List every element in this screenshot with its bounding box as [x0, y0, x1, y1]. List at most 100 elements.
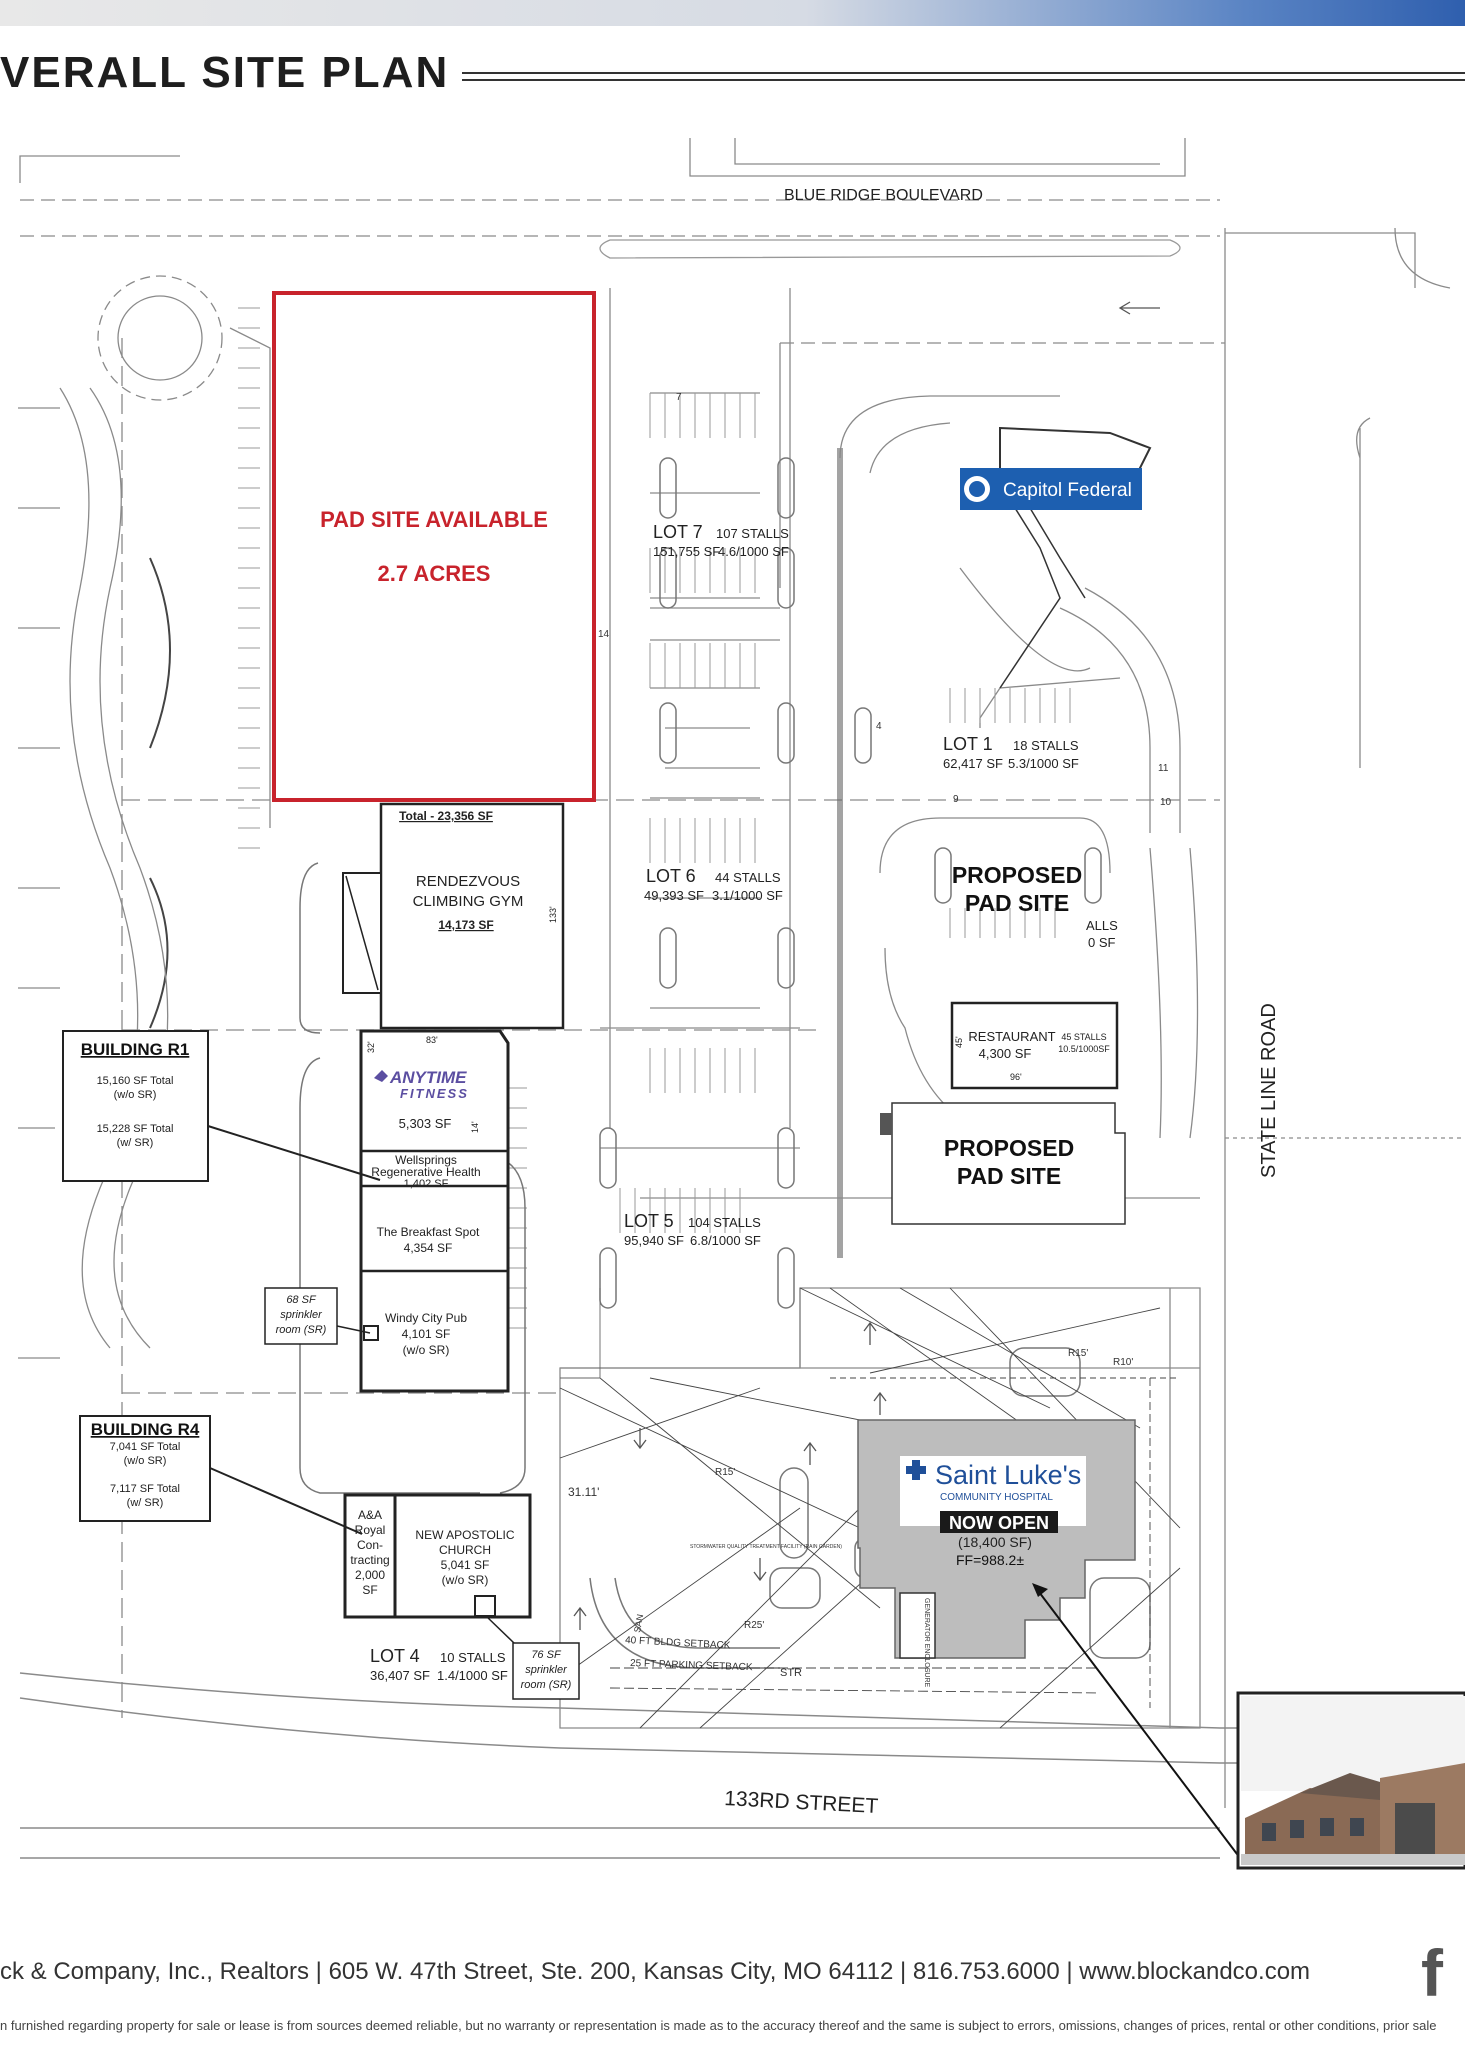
svg-text:5.3/1000 SF: 5.3/1000 SF: [1008, 756, 1079, 771]
svg-text:40 FT BLDG SETBACK: 40 FT BLDG SETBACK: [625, 1635, 731, 1652]
sprinkler-room-r1-callout: 68 SF sprinkler room (SR): [264, 1287, 371, 1345]
aa-royal-sf: 2,000: [355, 1568, 385, 1582]
svg-text:ANYTIME: ANYTIME: [389, 1068, 467, 1087]
saint-lukes-hospital: Saint Luke's COMMUNITY HOSPITAL NOW OPEN…: [857, 1419, 1241, 1859]
svg-text:(w/ SR): (w/ SR): [127, 1497, 164, 1509]
lot-1-label: LOT 1 18 STALLS 62,417 SF 5.3/1000 SF: [943, 734, 1079, 771]
svg-text:R15': R15': [1068, 1348, 1088, 1359]
available-pad-site-outline: [272, 291, 596, 802]
anytime-fitness-sf: 5,303 SF: [399, 1116, 452, 1131]
svg-text:4: 4: [876, 721, 882, 732]
svg-text:RENDEZVOUS: RENDEZVOUS: [416, 873, 520, 890]
new-apostolic-line1: NEW APOSTOLIC: [415, 1528, 514, 1542]
street-blue-ridge-boulevard: BLUE RIDGE BOULEVARD: [784, 187, 983, 204]
svg-text:4,300 SF: 4,300 SF: [979, 1046, 1032, 1061]
now-open-label: NOW OPEN: [949, 1513, 1049, 1533]
svg-text:10.5/1000SF: 10.5/1000SF: [1058, 1044, 1110, 1054]
hospital-photo-inset: [1236, 1691, 1465, 1870]
capitol-federal-logo: [960, 468, 1142, 510]
svg-text:15,160 SF Total: 15,160 SF Total: [97, 1075, 174, 1087]
building-r1-strip: 83' 32' 14' ANYTIME FITNESS 5,303 SF Wel…: [359, 1029, 510, 1393]
new-apostolic-sf: 5,041 SF: [441, 1558, 490, 1572]
new-apostolic-note: (w/o SR): [442, 1573, 489, 1587]
svg-text:LOT 4: LOT 4: [370, 1646, 420, 1666]
building-r4-callout: BUILDING R4 7,041 SF Total (w/o SR) 7,11…: [79, 1415, 363, 1535]
climbing-gym-building: Total - 23,356 SF RENDEZVOUS CLIMBING GY…: [342, 802, 565, 1030]
svg-text:R25': R25': [744, 1620, 764, 1631]
svg-text:14': 14': [470, 1121, 480, 1133]
pad-site-available-label: PAD SITE AVAILABLE: [320, 507, 548, 532]
svg-text:31.11': 31.11': [568, 1485, 599, 1499]
svg-text:151,755 SF: 151,755 SF: [653, 544, 720, 559]
now-open-banner: [940, 1511, 1058, 1533]
svg-text:R15': R15': [715, 1467, 735, 1478]
page-title: VERALL SITE PLAN: [0, 48, 450, 97]
proposed-pad-site-north: PROPOSED PAD SITE ALLS 0 SF: [952, 862, 1118, 950]
svg-text:45 STALLS: 45 STALLS: [1061, 1032, 1106, 1042]
svg-text:R10': R10': [1113, 1357, 1133, 1368]
hospital-finished-floor: FF=988.2±: [956, 1552, 1024, 1568]
aa-royal-unit: SF: [362, 1583, 377, 1597]
svg-text:LOT 6: LOT 6: [646, 866, 696, 886]
sprinkler-room-r4-callout: 76 SF sprinkler room (SR): [485, 1615, 580, 1700]
breakfast-spot-sf: 4,354 SF: [404, 1241, 453, 1255]
svg-text:107 STALLS: 107 STALLS: [716, 526, 789, 541]
svg-text:36,407 SF: 36,407 SF: [370, 1668, 430, 1683]
svg-text:(w/o SR): (w/o SR): [124, 1455, 167, 1467]
aa-royal-line2: Royal: [355, 1523, 386, 1537]
svg-text:room (SR): room (SR): [521, 1679, 572, 1691]
site-plan-map: BLUE RIDGE BOULEVARD STATE LINE ROAD 133…: [18, 138, 1465, 1870]
svg-text:7,117 SF Total: 7,117 SF Total: [110, 1483, 180, 1495]
windy-city-name: Windy City Pub: [385, 1311, 467, 1325]
svg-text:10: 10: [1160, 797, 1172, 808]
svg-text:(w/ SR): (w/ SR): [117, 1137, 154, 1149]
svg-text:CLIMBING GYM: CLIMBING GYM: [413, 893, 524, 910]
wellsprings-sf: 1,402 SF: [404, 1178, 449, 1190]
svg-text:FITNESS: FITNESS: [400, 1086, 469, 1101]
site-linework: [18, 138, 1465, 1859]
svg-text:76 SF: 76 SF: [531, 1649, 562, 1661]
svg-text:11: 11: [1158, 763, 1169, 774]
cross-icon: [906, 1460, 926, 1480]
svg-text:45': 45': [954, 1036, 964, 1048]
facebook-icon[interactable]: f: [1421, 1936, 1443, 2010]
building-r1-callout: BUILDING R1 15,160 SF Total (w/o SR) 15,…: [62, 1030, 381, 1182]
svg-text:ALLS: ALLS: [1086, 918, 1118, 933]
aa-royal-line4: tracting: [350, 1553, 389, 1567]
hospital-sf: (18,400 SF): [958, 1534, 1032, 1550]
footer-contact: ck & Company, Inc., Realtors | 605 W. 47…: [0, 1958, 1311, 1985]
svg-text:sprinkler: sprinkler: [525, 1664, 568, 1676]
restaurant-building: RESTAURANT 4,300 SF 45 STALLS 10.5/1000S…: [950, 1001, 1119, 1090]
street-133rd-street: 133RD STREET: [724, 1787, 879, 1818]
svg-text:LOT 5: LOT 5: [624, 1211, 674, 1231]
capitol-federal-name: Capitol Federal: [1003, 480, 1132, 501]
svg-text:Saint Luke's: Saint Luke's: [935, 1460, 1081, 1490]
new-apostolic-line2: CHURCH: [439, 1543, 491, 1557]
parking-stalls: [238, 307, 1071, 1329]
svg-text:44 STALLS: 44 STALLS: [715, 870, 781, 885]
aa-royal-line1: A&A: [358, 1508, 382, 1522]
svg-text:LOT 7: LOT 7: [653, 522, 703, 542]
windy-city-sf: 4,101 SF: [402, 1327, 451, 1341]
svg-text:PAD SITE: PAD SITE: [965, 890, 1069, 916]
svg-text:PAD SITE: PAD SITE: [957, 1163, 1061, 1189]
svg-text:COMMUNITY HOSPITAL: COMMUNITY HOSPITAL: [940, 1492, 1053, 1503]
svg-text:15,228 SF Total: 15,228 SF Total: [97, 1123, 174, 1135]
lot-6-label: LOT 6 44 STALLS 49,393 SF 3.1/1000 SF: [644, 866, 783, 903]
building-r4-strip: A&A Royal Con- tracting 2,000 SF NEW APO…: [343, 1493, 532, 1619]
svg-text:49,393 SF: 49,393 SF: [644, 888, 704, 903]
technical-labels: 40 FT BLDG SETBACK 25 FT PARKING SETBACK…: [568, 392, 1172, 1688]
breakfast-spot-name: The Breakfast Spot: [377, 1225, 480, 1239]
hospital-site-lines: [559, 1287, 1181, 1729]
svg-text:3.1/1000 SF: 3.1/1000 SF: [712, 888, 783, 903]
svg-text:95,940 SF: 95,940 SF: [624, 1233, 684, 1248]
svg-text:14,173 SF: 14,173 SF: [438, 918, 493, 932]
top-gradient-bar: [0, 0, 1465, 26]
svg-text:83': 83': [426, 1035, 438, 1045]
wellsprings-subtitle: Regenerative Health: [371, 1165, 480, 1179]
svg-text:room (SR): room (SR): [276, 1324, 327, 1336]
svg-text:4.6/1000 SF: 4.6/1000 SF: [718, 544, 789, 559]
footer-disclaimer: n furnished regarding property for sale …: [0, 2018, 1440, 2033]
svg-text:25 FT PARKING SETBACK: 25 FT PARKING SETBACK: [630, 1658, 753, 1673]
generator-enclosure: [899, 1592, 936, 1659]
